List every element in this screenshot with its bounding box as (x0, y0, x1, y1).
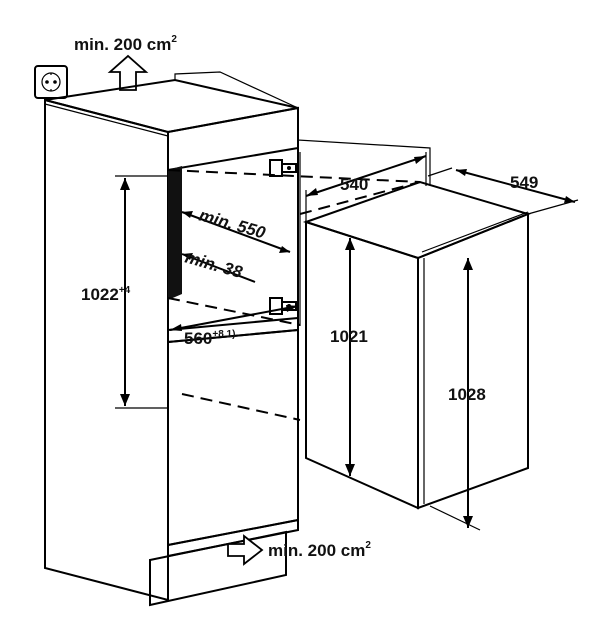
appliance-depth-label: 549 (510, 173, 538, 192)
niche-height-label: 1022+4 (81, 285, 131, 304)
gap-dimension (181, 253, 256, 283)
appliance-width-dimension (305, 152, 427, 222)
appliance-total-height-dimension (429, 258, 481, 531)
niche-height-dimension (115, 175, 168, 409)
housing-cabinet (44, 71, 299, 607)
niche-depth-label: min. 550 (197, 206, 268, 243)
vent-bottom-label: min. 200 cm2 (268, 540, 371, 560)
niche-width-label: 560+8 1) (184, 329, 235, 348)
airflow-right-arrow-icon (227, 534, 264, 566)
niche-depth-dimension (181, 211, 291, 253)
upper-hinge (269, 159, 297, 177)
alignment-dashes (167, 169, 421, 421)
appliance-body-height-label: 1021 (330, 327, 368, 346)
cabinet-door (297, 139, 431, 326)
gap-label: min. 38 (183, 248, 245, 283)
appliance-width-label: 540 (340, 175, 368, 194)
appliance-depth-dimension (427, 167, 579, 215)
appliance-total-height-label: 1028 (448, 385, 486, 404)
vent-top-label: min. 200 cm2 (74, 34, 177, 54)
appliance-body-height-dimension (345, 238, 355, 476)
power-socket-icon (34, 65, 68, 99)
niche-left-wall (168, 166, 182, 300)
niche-width-dimension (169, 305, 299, 331)
